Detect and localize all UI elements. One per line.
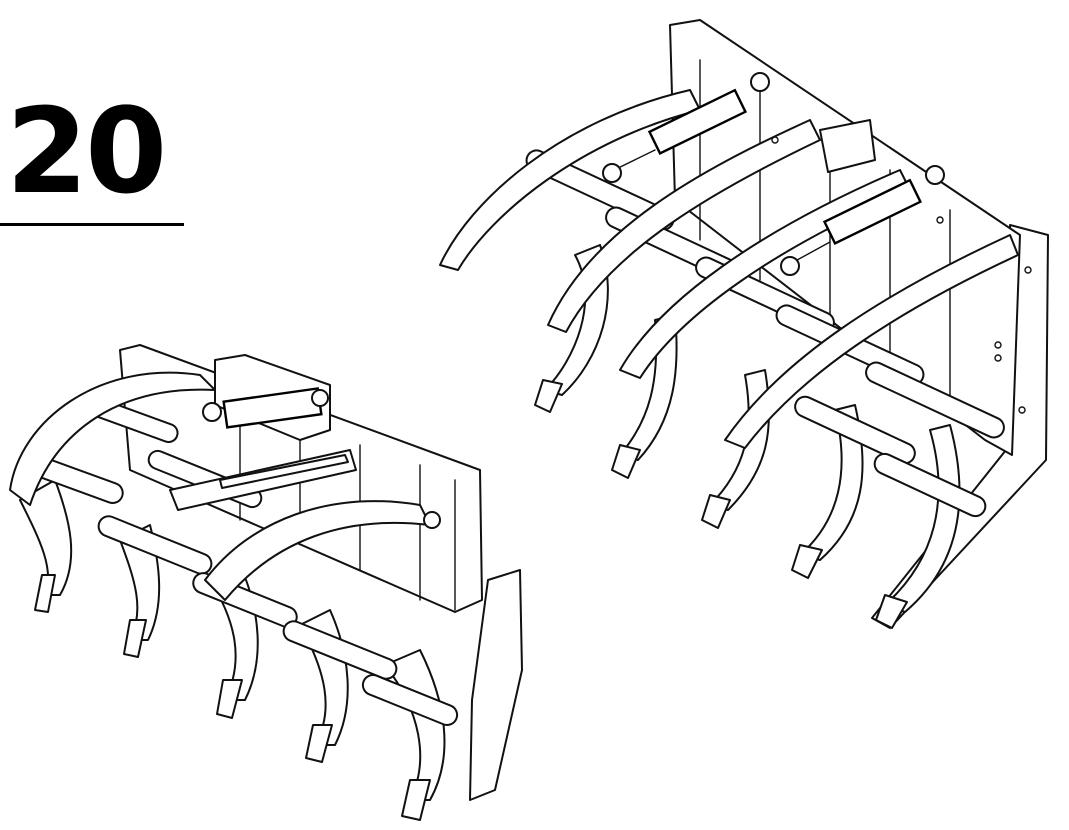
right-tine-tips [534,379,908,629]
right-hydraulic-cylinder-2 [780,165,945,276]
left-upper-arms [9,371,431,601]
left-frame-side-plate [469,569,523,801]
page-number: 20 [6,82,167,220]
left-cross-bars [31,394,459,726]
page-number-underline [0,223,184,226]
right-frame-bolts [771,136,1032,414]
right-cross-bars [525,149,1005,518]
left-hydraulic-cylinder [202,354,441,529]
left-tine-tips [34,574,431,821]
right-hydraulic-cylinder-1 [602,72,770,183]
